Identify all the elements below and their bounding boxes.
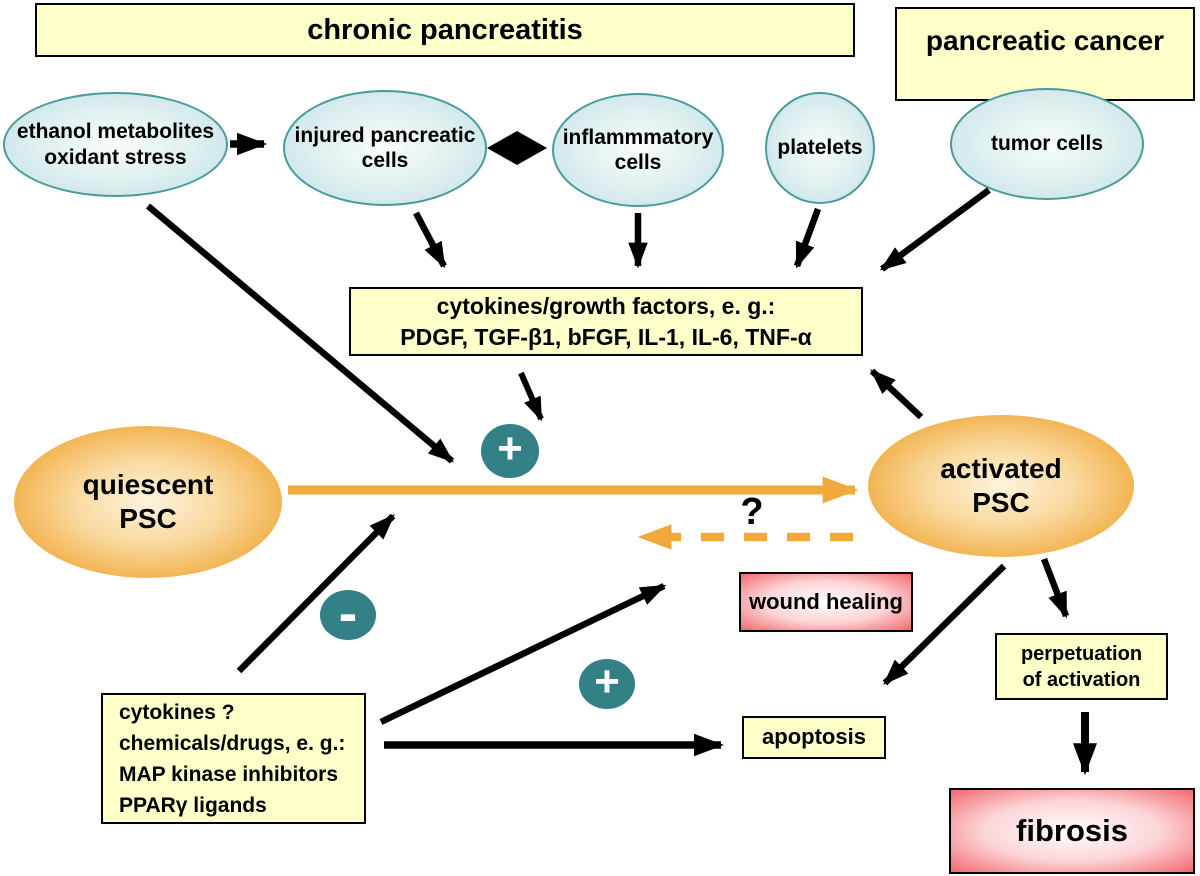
perpetuation-line1: perpetuation (1020, 642, 1143, 665)
arrow-mediators-to-activation (518, 371, 544, 422)
wound-healing-box: wound healing (739, 572, 913, 632)
reversibility-question-mark: ? (730, 488, 774, 538)
minus-symbol: - (338, 581, 358, 645)
pancreatic-cancer-box: pancreatic cancer (895, 7, 1195, 101)
fibrosis-box: fibrosis (949, 788, 1195, 874)
quiescent-line2: PSC (119, 503, 177, 534)
ethanol-line1: ethanol metabolites (16, 120, 215, 144)
mediators-line2: PDGF, TGF-β1, bFGF, IL-1, IL-6, TNF-α (400, 323, 812, 350)
plus-bottom-symbol: + (594, 656, 620, 706)
wound-healing-label: wound healing (749, 588, 903, 614)
diamond-connector (487, 131, 547, 165)
arrow-activated-to-mediators (869, 368, 924, 420)
activated-line2: PSC (972, 487, 1030, 518)
modulators-line1: cytokines ? (119, 700, 235, 724)
ethanol-metabolites-ellipse: ethanol metabolites oxidant stress (3, 92, 228, 197)
tumor-cells-label: tumor cells (990, 132, 1104, 156)
plus-top-symbol: + (497, 423, 523, 473)
plus-promotion-badge: + (579, 656, 635, 709)
inflammatory-cells-ellipse: inflammmatory cells (552, 93, 724, 207)
plus-activation-badge: + (481, 424, 539, 478)
inflammatory-line1: inflammmatory (562, 125, 714, 149)
apoptosis-box: apoptosis (742, 716, 886, 759)
platelets-label: platelets (777, 136, 863, 160)
arrow-activated-to-perpetuation (1040, 557, 1070, 619)
inflammatory-line2: cells (614, 151, 662, 174)
tumor-cells-ellipse: tumor cells (950, 88, 1144, 200)
minus-inhibition-badge: - (320, 581, 376, 644)
modulators-box: cytokines ? chemicals/drugs, e. g.: MAP … (101, 693, 366, 824)
quiescent-psc-ellipse: quiescent PSC (14, 426, 282, 578)
modulators-line4: PPARγ ligands (119, 793, 267, 817)
ethanol-line2: oxidant stress (44, 145, 187, 169)
injured-pancreatic-cells-ellipse: injured pancreatic cells (283, 90, 487, 206)
injured-line1: injured pancreatic (294, 123, 476, 147)
arrow-platelets-to-mediators (793, 207, 822, 269)
mediators-line1: cytokines/growth factors, e. g.: (436, 292, 776, 319)
question-symbol: ? (740, 491, 764, 534)
arrow-injured-to-mediators (413, 211, 447, 269)
activated-line1: activated (940, 453, 1062, 485)
arrow-tumor-to-mediators (879, 187, 991, 272)
cytokines-growth-factors-box: cytokines/growth factors, e. g.: PDGF, T… (349, 287, 863, 356)
perpetuation-box: perpetuation of activation (995, 633, 1168, 700)
modulators-line3: MAP kinase inhibitors (119, 762, 338, 786)
platelets-ellipse: platelets (765, 92, 875, 204)
fibrosis-label: fibrosis (1016, 813, 1128, 849)
chronic-pancreatitis-label: chronic pancreatitis (307, 13, 583, 46)
activated-psc-ellipse: activated PSC (868, 415, 1134, 557)
perpetuation-line2: of activation (1022, 668, 1141, 691)
injured-line2: cells (361, 149, 409, 172)
chronic-pancreatitis-box: chronic pancreatitis (35, 3, 855, 57)
quiescent-line1: quiescent (82, 469, 214, 501)
modulators-line2: chemicals/drugs, e. g.: (119, 731, 346, 755)
pancreatic-cancer-label: pancreatic cancer (925, 25, 1165, 56)
apoptosis-label: apoptosis (762, 724, 866, 750)
